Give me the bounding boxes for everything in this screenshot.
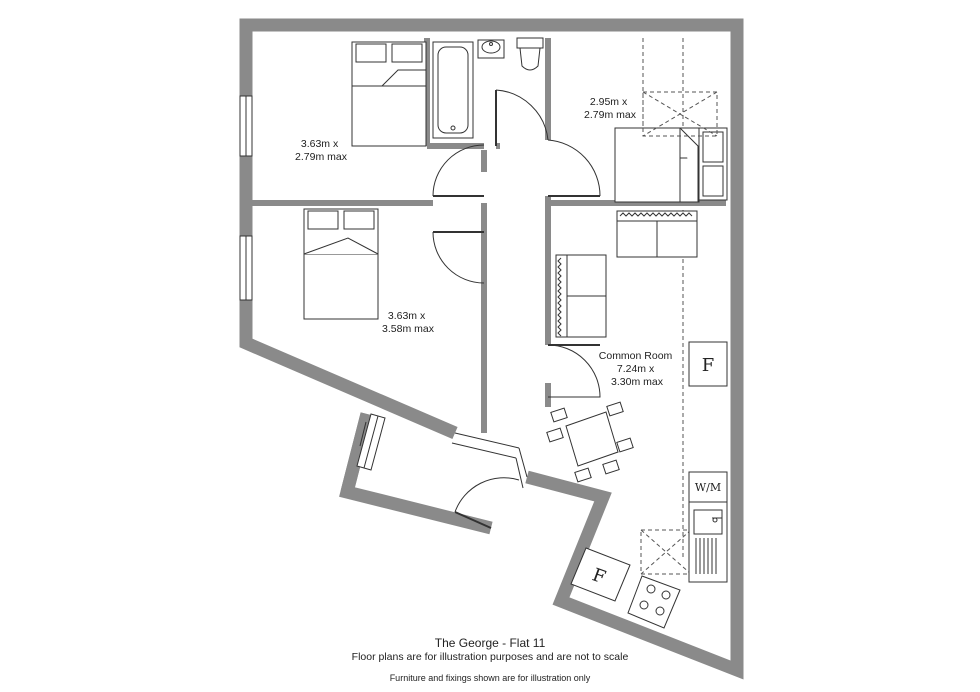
plan-title: The George - Flat 11 [434,636,546,650]
sofa-left [555,254,607,338]
bed-1 [351,41,427,147]
interior-walls [246,38,726,433]
bed-3 [614,127,700,203]
washing-machine-label: W/M [695,481,721,494]
bedroom-1-label: 3.63m x 2.79m max [295,138,348,163]
doors [432,89,601,529]
skylights [640,38,718,575]
plan-note: Furniture and fixings shown are for illu… [389,673,591,683]
plan-disclaimer: Floor plans are for illustration purpose… [351,651,629,663]
wash-basin [477,39,505,59]
toilet [516,37,544,71]
dining-table [546,401,634,483]
bedroom-2-label: 3.63m x 3.58m max [382,310,435,335]
wardrobe-3 [698,127,728,201]
common-room-label: Common Room 7.24m x 3.30m max [599,350,675,388]
kitchen-counter [570,341,728,629]
sofa-top [616,210,698,258]
windows [239,95,386,471]
fridge-label: F [702,355,715,376]
bath-tub [432,41,474,139]
bed-2 [303,208,379,320]
bedroom-3-label: 2.95m x 2.79m max [584,96,637,121]
exterior-walls [239,18,744,680]
